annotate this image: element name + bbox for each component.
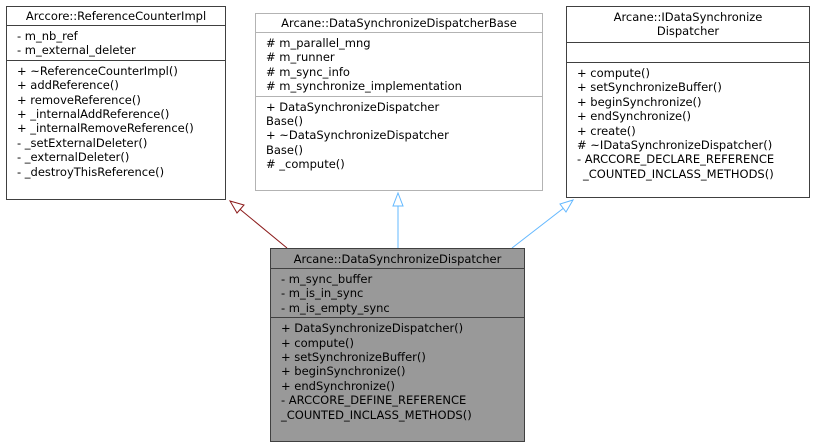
attribute: - m_is_in_sync bbox=[281, 286, 364, 301]
method: - _destroyThisReference() bbox=[17, 164, 165, 179]
class-idata-synchronize-dispatcher: Arcane::IDataSynchronize Dispatcher + co… bbox=[566, 6, 810, 198]
method: - ARCCORE_DEFINE_REFERENCE bbox=[281, 393, 467, 408]
class-title: Arcane::IDataSynchronize Dispatcher bbox=[613, 10, 763, 38]
method: - ARCCORE_DECLARE_REFERENCE bbox=[577, 152, 775, 167]
method: + beginSynchronize() bbox=[577, 94, 702, 109]
edge-idispatcher bbox=[511, 206, 566, 249]
edge-refcounter bbox=[235, 205, 288, 249]
method: # ~IDataSynchronizeDispatcher() bbox=[577, 138, 773, 153]
class-data-synchronize-dispatcher-base: Arcane::DataSynchronizeDispatcherBase # … bbox=[255, 13, 543, 191]
attribute: - m_is_empty_sync bbox=[281, 300, 390, 315]
class-reference-counter-impl: Arccore::ReferenceCounterImpl - m_nb_ref… bbox=[6, 6, 226, 200]
method: + removeReference() bbox=[17, 92, 141, 107]
class-title: Arccore::ReferenceCounterImpl bbox=[25, 9, 207, 23]
method: Base() bbox=[266, 114, 303, 129]
edge-refcounter-arrowhead bbox=[228, 200, 245, 214]
method: # _compute() bbox=[266, 157, 345, 172]
attribute: - m_nb_ref bbox=[17, 29, 78, 43]
method: + ~DataSynchronizeDispatcher bbox=[266, 128, 449, 143]
method: + setSynchronizeBuffer() bbox=[577, 80, 722, 95]
class-title: Arcane::DataSynchronizeDispatcher bbox=[293, 252, 502, 266]
method: + create() bbox=[577, 123, 636, 138]
method: + DataSynchronizeDispatcher() bbox=[281, 321, 464, 336]
attribute: # m_sync_info bbox=[266, 64, 350, 79]
attribute: # m_synchronize_implementation bbox=[266, 79, 462, 94]
edge-idispatcher-arrowhead bbox=[559, 199, 575, 213]
method: + endSynchronize() bbox=[577, 109, 692, 124]
methods-section: + DataSynchronizeDispatcher Base() + ~Da… bbox=[256, 95, 542, 174]
method: + _internalRemoveReference() bbox=[17, 121, 194, 136]
method: + DataSynchronizeDispatcher bbox=[266, 99, 440, 114]
attribute: # m_parallel_mng bbox=[266, 36, 371, 50]
attributes-section: - m_nb_ref - m_external_deleter bbox=[7, 25, 225, 60]
method: + endSynchronize() bbox=[281, 378, 396, 393]
attribute: - m_sync_buffer bbox=[281, 272, 373, 286]
method: + ~ReferenceCounterImpl() bbox=[17, 63, 178, 78]
attribute: - m_external_deleter bbox=[17, 43, 136, 58]
attributes-section bbox=[567, 42, 809, 62]
attributes-section: - m_sync_buffer - m_is_in_sync - m_is_em… bbox=[271, 268, 524, 317]
method: _COUNTED_INCLASS_METHODS() bbox=[583, 166, 774, 181]
edge-dispatcherbase-arrowhead bbox=[392, 191, 404, 207]
methods-section: + DataSynchronizeDispatcher() + compute(… bbox=[271, 317, 524, 424]
method: + addReference() bbox=[17, 78, 119, 93]
method: + compute() bbox=[281, 335, 354, 350]
method: _COUNTED_INCLASS_METHODS() bbox=[281, 407, 472, 422]
method: - _externalDeleter() bbox=[17, 150, 130, 165]
attributes-section: # m_parallel_mng # m_runner # m_sync_inf… bbox=[256, 32, 542, 96]
method: + _internalAddReference() bbox=[17, 107, 170, 122]
class-data-synchronize-dispatcher: Arcane::DataSynchronizeDispatcher - m_sy… bbox=[270, 248, 525, 442]
method: - _setExternalDeleter() bbox=[17, 135, 148, 150]
class-title: Arcane::DataSynchronizeDispatcherBase bbox=[281, 16, 517, 30]
method: + setSynchronizeBuffer() bbox=[281, 350, 426, 365]
methods-section: + ~ReferenceCounterImpl() + addReference… bbox=[7, 59, 225, 181]
method: + beginSynchronize() bbox=[281, 364, 406, 379]
method: + compute() bbox=[577, 66, 650, 80]
methods-section: + compute() + setSynchronizeBuffer() + b… bbox=[567, 62, 809, 183]
method: Base() bbox=[266, 142, 303, 157]
attribute: # m_runner bbox=[266, 50, 335, 65]
